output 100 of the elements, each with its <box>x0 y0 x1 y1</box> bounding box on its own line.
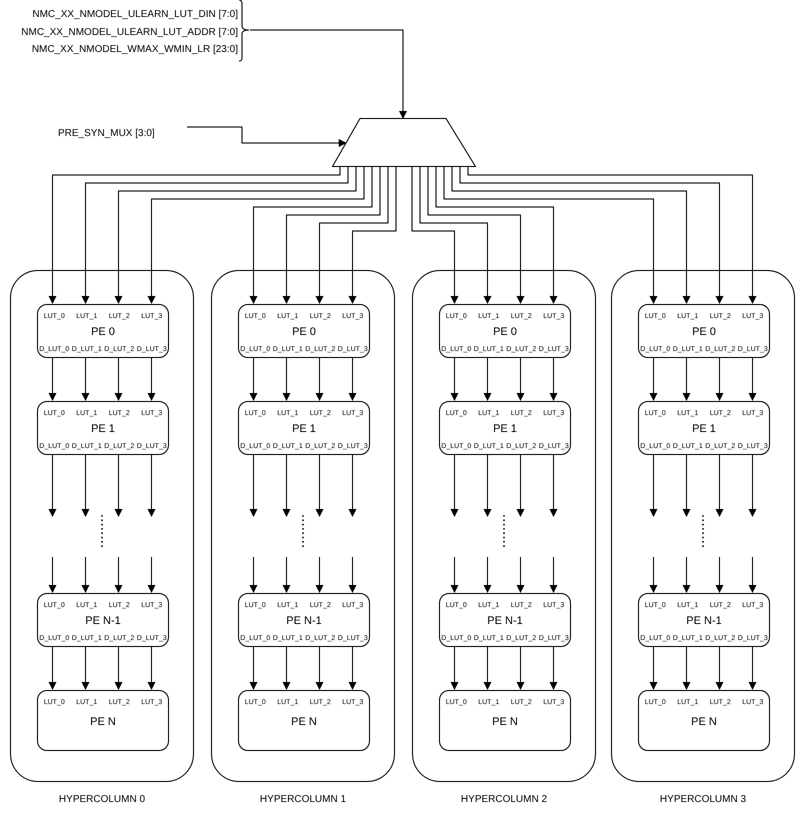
signal-arrow <box>484 556 492 593</box>
processing-element-box <box>37 690 169 751</box>
pe-label: PE N <box>691 716 717 729</box>
processing-element-box <box>238 690 370 751</box>
pe-label: PE 0 <box>91 326 115 339</box>
pe-label: PE N-1 <box>85 615 121 628</box>
pe-label: PE N <box>492 716 518 729</box>
signal-arrow <box>114 356 122 401</box>
signal-arrow <box>316 646 324 690</box>
signal-arrow <box>550 556 558 593</box>
signal-arrow <box>450 454 458 517</box>
signal-arrow <box>348 556 356 593</box>
processing-element-box <box>638 304 770 358</box>
pe-label: PE 1 <box>692 423 716 436</box>
processing-element-box <box>238 401 370 455</box>
signal-arrow <box>748 454 756 517</box>
signal-arrow <box>452 166 690 304</box>
signal-arrow <box>450 556 458 593</box>
signal-arrow <box>250 646 258 690</box>
signal-arrow <box>148 454 156 517</box>
pe-label: PE 0 <box>692 326 716 339</box>
signal-arrow <box>444 166 658 304</box>
signal-arrow <box>716 356 724 401</box>
signal-arrow <box>682 646 690 690</box>
signal-arrow <box>82 454 90 517</box>
signal-arrow <box>716 556 724 593</box>
pe-label: PE 0 <box>292 326 316 339</box>
signal-arrow <box>650 454 658 517</box>
signal-arrow <box>114 646 122 690</box>
signal-arrow <box>316 556 324 593</box>
signal-arrow <box>348 454 356 517</box>
signal-arrow <box>450 646 458 690</box>
signal-arrow <box>48 646 56 690</box>
signal-arrow <box>148 356 156 401</box>
processing-element-box <box>37 593 169 647</box>
processing-element-box <box>37 304 169 358</box>
signal-arrow <box>682 356 690 401</box>
signal-arrow <box>348 166 396 304</box>
signal-arrow <box>420 166 492 304</box>
signal-arrow <box>516 454 524 517</box>
signal-arrow <box>516 556 524 593</box>
signal-arrow <box>550 356 558 401</box>
signal-arrow <box>450 356 458 401</box>
pe-label: PE N-1 <box>286 615 322 628</box>
signal-arrow <box>282 356 290 401</box>
processing-element-box <box>238 593 370 647</box>
signal-arrow <box>716 646 724 690</box>
signal-arrow <box>186 126 347 147</box>
signal-arrow <box>48 356 56 401</box>
pe-label: PE 1 <box>91 423 115 436</box>
signal-arrow <box>250 30 407 119</box>
signal-name: NMC_XX_NMODEL_ULEARN_LUT_DIN [7:0] <box>32 8 238 22</box>
signal-arrow <box>348 356 356 401</box>
signal-arrow <box>516 646 524 690</box>
signal-arrow <box>748 646 756 690</box>
hypercolumn-box <box>211 270 395 782</box>
signal-name: NMC_XX_NMODEL_WMAX_WMIN_LR [23:0] <box>32 43 238 57</box>
signal-arrow <box>650 556 658 593</box>
hypercolumn-label: HYPERCOLUMN 2 <box>460 793 548 807</box>
processing-element-box <box>439 593 571 647</box>
signal-arrow <box>436 166 558 304</box>
processing-element-box <box>638 690 770 751</box>
signal-arrow <box>316 454 324 517</box>
pe-label: PE N-1 <box>686 615 722 628</box>
processing-element-box <box>439 690 571 751</box>
signal-arrow <box>682 556 690 593</box>
processing-element-box <box>439 401 571 455</box>
hypercolumn-box <box>10 270 194 782</box>
signal-arrow <box>484 646 492 690</box>
processing-element-box <box>238 304 370 358</box>
processing-element-box <box>37 401 169 455</box>
hypercolumn-box <box>412 270 596 782</box>
signal-arrow <box>114 454 122 517</box>
signal-arrow <box>428 166 524 304</box>
signal-arrow <box>82 646 90 690</box>
multiplexer-shape <box>332 118 476 167</box>
signal-arrow <box>250 556 258 593</box>
signal-arrow <box>650 646 658 690</box>
pe-label: PE N-1 <box>487 615 523 628</box>
processing-element-box <box>638 401 770 455</box>
signal-arrow <box>516 356 524 401</box>
pe-label: PE 0 <box>493 326 517 339</box>
signal-arrow <box>48 454 56 517</box>
signal-arrow <box>484 454 492 517</box>
signal-arrow <box>148 556 156 593</box>
signal-arrow <box>748 356 756 401</box>
signal-arrow <box>148 646 156 690</box>
signal-arrow <box>82 556 90 593</box>
signal-arrow <box>282 166 380 304</box>
signal-arrow <box>650 356 658 401</box>
signal-arrow <box>348 646 356 690</box>
hypercolumn-label: HYPERCOLUMN 3 <box>658 793 748 807</box>
pe-label: PE N <box>90 716 116 729</box>
signal-arrow <box>114 556 122 593</box>
signal-arrow <box>316 356 324 401</box>
signal-arrow <box>412 166 458 304</box>
signal-arrow <box>550 646 558 690</box>
signal-arrow <box>282 556 290 593</box>
signal-arrow <box>550 454 558 517</box>
signal-arrow <box>148 166 364 304</box>
